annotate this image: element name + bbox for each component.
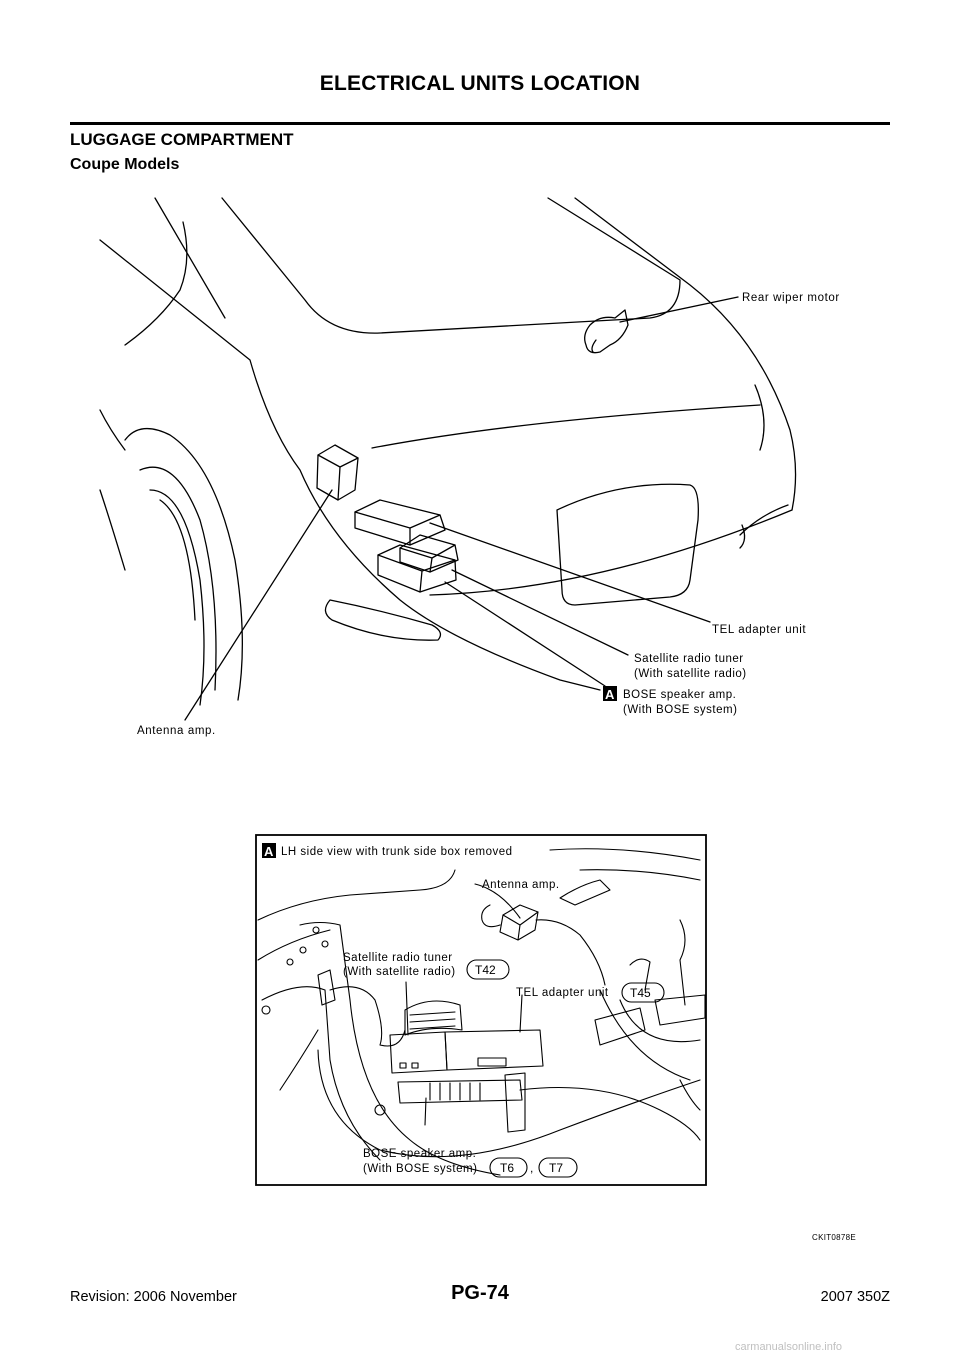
detail-antenna-amp-label: Antenna amp. [482,879,560,891]
subsection-title: Coupe Models [70,156,180,173]
footer-model: 2007 350Z [820,1289,890,1305]
connector-t45: T45 [630,986,651,1000]
figure-code: CKIT0878E [812,1233,857,1242]
footer-revision: Revision: 2006 November [70,1289,237,1305]
callout-marker-a: A [605,687,615,702]
section-title: LUGGAGE COMPARTMENT [70,130,294,149]
detail-tel-adapter-label: TEL adapter unit [516,987,609,999]
detail-marker-a: A [264,844,274,859]
detail-view-frame [255,834,707,1186]
bose-speaker-amp-note: (With BOSE system) [623,704,737,716]
antenna-amp-label: Antenna amp. [137,725,216,737]
footer-page-number: PG-74 [451,1282,509,1304]
detail-bose-amp-label: BOSE speaker amp. [363,1148,476,1160]
tel-adapter-unit-label: TEL adapter unit [712,624,806,636]
detail-bose-amp-note: (With BOSE system) [363,1163,477,1175]
connector-separator: , [530,1161,533,1175]
connector-t7: T7 [549,1161,563,1175]
page-title: ELECTRICAL UNITS LOCATION [319,72,641,95]
detail-satellite-tuner-note: (With satellite radio) [343,966,456,978]
connector-t42: T42 [475,963,496,977]
connector-t6: T6 [500,1161,514,1175]
satellite-radio-tuner-note: (With satellite radio) [634,668,747,680]
header-rule [70,122,890,125]
detail-view-caption: LH side view with trunk side box removed [281,846,513,858]
watermark: carmanualsonline.info [735,1341,843,1353]
rear-wiper-motor-label: Rear wiper motor [742,292,840,304]
satellite-radio-tuner-label: Satellite radio tuner [634,653,744,665]
detail-satellite-tuner-label: Satellite radio tuner [343,952,453,964]
bose-speaker-amp-label: BOSE speaker amp. [623,689,736,701]
